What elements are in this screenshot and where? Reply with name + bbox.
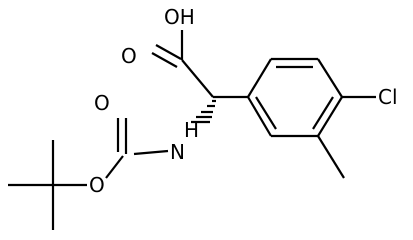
- acid-carbonyl-oxygen-label: O: [121, 44, 137, 68]
- boc-ether-oxygen-label: O: [89, 173, 105, 197]
- boc-carbonyl-oxygen-label: O: [94, 91, 110, 115]
- bond-ring-methyl: [317, 135, 345, 179]
- bond-n-carbamate: [133, 149, 169, 156]
- bond-carbamate-o: [105, 155, 124, 179]
- hashed-wedge-bond: [191, 99, 216, 124]
- bonds: [8, 30, 376, 230]
- chlorine-label: Cl: [378, 85, 398, 109]
- ring-inner-3: [255, 96, 277, 130]
- atom-labels: OH O N H O O Cl: [89, 5, 398, 197]
- amine-hydrogen-label: H: [184, 118, 199, 142]
- hydroxyl-label: OH: [164, 5, 195, 29]
- ring-inner-2: [312, 96, 334, 130]
- ring-bond-6: [247, 96, 272, 137]
- amine-nitrogen-label: N: [170, 140, 185, 164]
- ring-bond-4: [317, 96, 343, 137]
- bond-acid-c-alpha: [181, 59, 214, 98]
- ring-bond-1: [247, 58, 272, 98]
- bond-acid-c-o-double-a: [155, 44, 182, 60]
- bond-acid-c-o-double-b: [151, 52, 178, 68]
- ring-bond-3: [317, 58, 343, 98]
